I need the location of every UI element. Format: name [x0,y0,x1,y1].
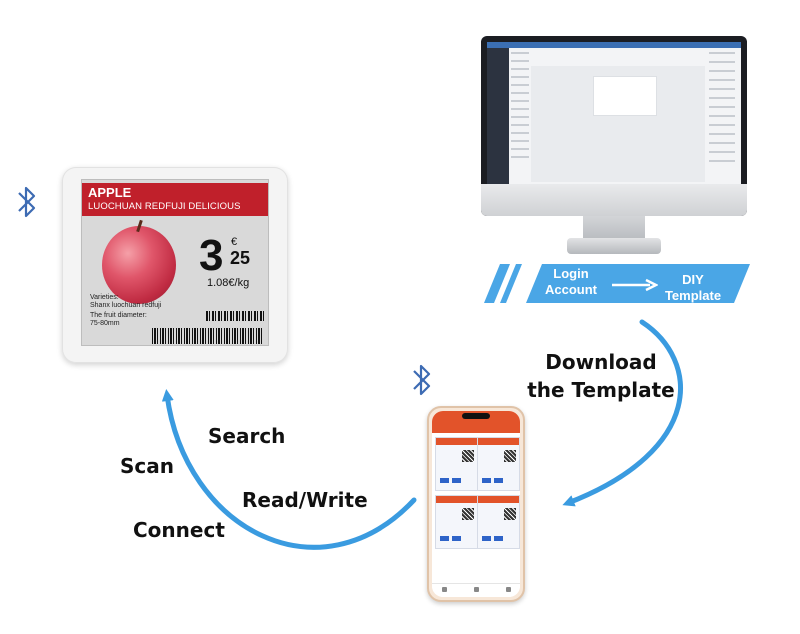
tag-price-currency: € [231,236,238,248]
tag-product-subtitle: LUOCHUAN REDFUJI DELICIOUS [88,201,241,212]
download-arrow [562,319,683,507]
phone-notch [462,413,490,419]
login-diy-banner: Login Account DIY Template [484,263,750,305]
app-header [432,411,520,433]
monitor-base [567,238,661,254]
app-tag-card[interactable] [435,495,478,549]
search-label: Search [208,424,286,448]
editor-properties-panel [709,52,735,162]
account-text: Account [545,282,597,297]
electronic-shelf-label: APPLE LUOCHUAN REDFUJI DELICIOUS 3 € 25 … [62,167,288,363]
phone-app-screen [432,411,520,597]
login-text: Login [553,266,589,281]
scan-label: Scan [120,454,174,478]
tag-display: APPLE LUOCHUAN REDFUJI DELICIOUS 3 € 25 … [81,179,269,346]
diy-text: DIY [682,272,704,287]
monitor-neck [583,216,645,240]
login-account-text: Login Account [538,266,604,298]
tag-price-per-kg: 1.08€/kg [207,277,250,289]
app-nav-icon[interactable] [442,587,447,592]
download-text: Download [545,350,657,374]
tag-fruit-label: The fruit diameter: [90,312,147,319]
app-nav-icon[interactable] [506,587,511,592]
apple-image [102,226,176,304]
tag-barcode [152,328,262,344]
download-template-label: Download the Template [516,348,686,404]
connect-label: Connect [133,518,225,542]
template-text: Template [664,288,722,303]
tag-fruit-value: 75-80mm [90,320,120,327]
connect-arrow [161,389,417,550]
editor-component-panel [511,52,529,162]
tag-product-title: APPLE [88,185,132,200]
tag-title-banner: APPLE LUOCHUAN REDFUJI DELICIOUS [82,183,268,216]
the-template-text: the Template [527,378,675,402]
tag-small-barcode [206,311,266,321]
app-nav-icon[interactable] [474,587,479,592]
diy-template-text: DIY Template [656,272,730,304]
app-tag-card[interactable] [477,437,520,491]
bluetooth-icon [18,186,36,218]
tag-varieties-label: Varieties: [90,294,119,301]
editor-canvas [593,76,657,116]
editor-sidebar [487,48,509,184]
desktop-monitor [481,36,747,216]
banner-shape [484,264,750,303]
arrow-right-icon [612,278,658,292]
editor-toolbar [487,42,741,48]
smartphone [427,406,525,602]
tag-price-main: 3 [199,231,224,280]
app-tag-card[interactable] [477,495,520,549]
tag-varieties-value: Shanx luochuan redfuji [90,302,162,309]
app-tag-card[interactable] [435,437,478,491]
bluetooth-icon [413,364,431,396]
template-editor-screen [487,42,741,184]
monitor-chin [481,184,747,216]
tag-price-cents: 25 [230,248,251,268]
read-write-label: Read/Write [242,488,368,512]
